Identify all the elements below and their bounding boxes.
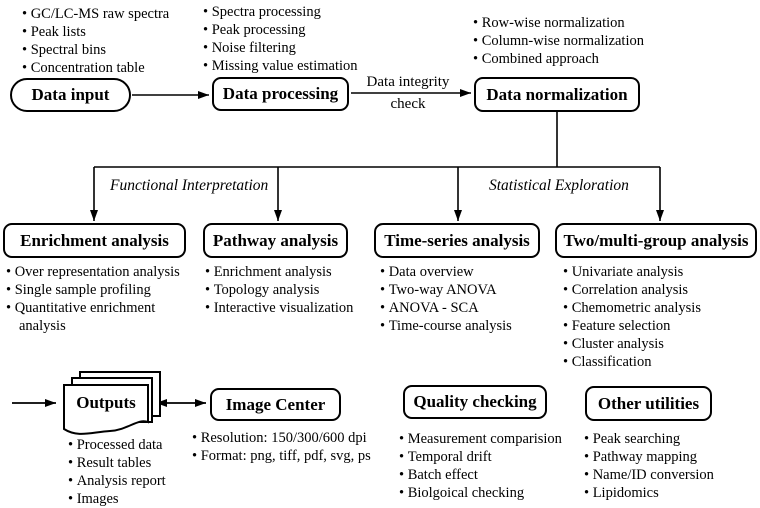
bullet-item: Images	[68, 490, 203, 508]
bullet-item: Classification	[563, 353, 753, 371]
bullet-item: Analysis report	[68, 472, 203, 490]
bullet-item: Over representation analysis	[6, 263, 198, 281]
node-label: Data normalization	[486, 84, 628, 104]
other-utilities-bullets: Peak searching Pathway mapping Name/ID c…	[584, 430, 759, 502]
bullet-item: Single sample profiling	[6, 281, 198, 299]
node-data-processing: Data processing	[212, 77, 349, 111]
node-label: Two/multi-group analysis	[563, 230, 749, 250]
image-center-bullets: Resolution: 150/300/600 dpi Format: png,…	[192, 429, 402, 465]
node-data-normalization: Data normalization	[474, 77, 640, 112]
bullet-item: Cluster analysis	[563, 335, 753, 353]
data-normalization-bullets: Row-wise normalization Column-wise norma…	[473, 14, 683, 68]
node-label: Data input	[31, 85, 110, 104]
bullet-item: GC/LC-MS raw spectra	[22, 5, 207, 23]
node-label: Pathway analysis	[212, 230, 339, 250]
bullet-item: Enrichment analysis	[205, 263, 375, 281]
twomulti-bullets: Univariate analysis Correlation analysis…	[563, 263, 753, 371]
integrity-check-label-line2: check	[390, 96, 426, 112]
integrity-check-label-line1: Data integrity	[366, 74, 450, 90]
bullet-item: Temporal drift	[399, 448, 599, 466]
enrichment-bullets: Over representation analysis Single samp…	[6, 263, 198, 335]
node-enrichment-analysis: Enrichment analysis	[3, 223, 186, 258]
branch-label-functional-interpretation: Functional Interpretation	[110, 177, 269, 194]
node-label: Time-series analysis	[384, 230, 530, 250]
node-other-utilities: Other utilities	[585, 386, 712, 421]
quality-checking-bullets: Measurement comparision Temporal drift B…	[399, 430, 599, 502]
bullet-item: Univariate analysis	[563, 263, 753, 281]
node-image-center: Image Center	[210, 388, 341, 421]
bullet-item: Measurement comparision	[399, 430, 599, 448]
bullet-item: Spectral bins	[22, 41, 207, 59]
node-label: Image Center	[225, 394, 326, 414]
branch-label-statistical-exploration: Statistical Exploration	[489, 177, 629, 194]
node-label: Other utilities	[597, 393, 700, 413]
bullet-item: Peak processing	[203, 21, 398, 39]
bullet-item: Format: png, tiff, pdf, svg, ps	[192, 447, 402, 465]
bullet-item: Noise filtering	[203, 39, 398, 57]
outputs-page-front	[63, 384, 149, 435]
node-twomulti-group-analysis: Two/multi-group analysis	[555, 223, 757, 258]
bullet-item: Name/ID conversion	[584, 466, 759, 484]
bullet-item: Pathway mapping	[584, 448, 759, 466]
bullet-item: Two-way ANOVA	[380, 281, 550, 299]
bullet-item: Row-wise normalization	[473, 14, 683, 32]
bullet-item: Topology analysis	[205, 281, 375, 299]
node-label: Enrichment analysis	[20, 230, 169, 250]
data-input-bullets: GC/LC-MS raw spectra Peak lists Spectral…	[22, 5, 207, 77]
bullet-item: Missing value estimation	[203, 57, 398, 75]
bullet-item: Peak searching	[584, 430, 759, 448]
outputs-stack-label: Outputs	[76, 393, 136, 412]
node-label: Data processing	[222, 84, 339, 103]
timeseries-bullets: Data overview Two-way ANOVA ANOVA - SCA …	[380, 263, 550, 335]
bullet-item: Combined approach	[473, 50, 683, 68]
bullet-item: Spectra processing	[203, 3, 398, 21]
node-data-input: Data input	[10, 78, 131, 112]
bullet-item: Correlation analysis	[563, 281, 753, 299]
pathway-bullets: Enrichment analysis Topology analysis In…	[205, 263, 375, 317]
bullet-item: Time-course analysis	[380, 317, 550, 335]
node-timeseries-analysis: Time-series analysis	[374, 223, 540, 258]
node-label: Quality checking	[413, 392, 537, 411]
bullet-item: Feature selection	[563, 317, 753, 335]
data-processing-bullets: Spectra processing Peak processing Noise…	[203, 3, 398, 75]
node-quality-checking: Quality checking	[403, 385, 547, 419]
bullet-item: ANOVA - SCA	[380, 299, 550, 317]
bullet-item: Quantitative enrichment analysis	[6, 299, 198, 335]
bullet-item: Concentration table	[22, 59, 207, 77]
bullet-item: Lipidomics	[584, 484, 759, 502]
bullet-item: Resolution: 150/300/600 dpi	[192, 429, 402, 447]
bullet-item: Processed data	[68, 436, 203, 454]
bullet-item: Column-wise normalization	[473, 32, 683, 50]
outputs-bullets: Processed data Result tables Analysis re…	[68, 436, 203, 508]
bullet-item: Biolgoical checking	[399, 484, 599, 502]
node-pathway-analysis: Pathway analysis	[203, 223, 348, 258]
bullet-item: Peak lists	[22, 23, 207, 41]
bullet-item: Data overview	[380, 263, 550, 281]
bullet-item: Result tables	[68, 454, 203, 472]
bullet-item: Interactive visualization	[205, 299, 375, 317]
bullet-item: Batch effect	[399, 466, 599, 484]
bullet-item: Chemometric analysis	[563, 299, 753, 317]
